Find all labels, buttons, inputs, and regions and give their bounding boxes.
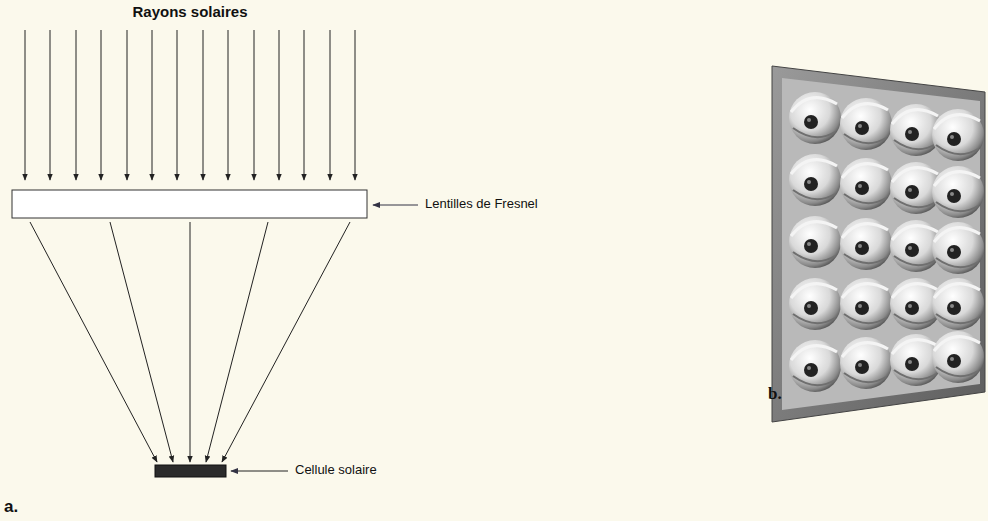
leader-arrow	[231, 471, 288, 472]
concentrator-cell	[932, 222, 984, 274]
concentrator-cell	[789, 340, 841, 392]
fresnel-lens	[12, 190, 367, 218]
part-label: Cellule solaire	[295, 463, 377, 478]
sun-ray	[279, 30, 280, 180]
sun-ray	[25, 30, 26, 180]
part-label: Lentilles de Fresnel	[425, 197, 538, 212]
panel-frame	[772, 66, 985, 422]
focused-ray	[190, 222, 191, 462]
sun-ray	[152, 30, 153, 180]
sun-rays	[25, 30, 355, 180]
sun-ray	[101, 30, 102, 180]
focused-ray	[222, 222, 350, 462]
concentrator-cell	[840, 158, 892, 210]
concentrator-cell	[789, 278, 841, 330]
focused-ray	[206, 222, 268, 462]
sun-ray	[228, 30, 229, 180]
concentrator-cell	[932, 166, 984, 218]
concentrator-cell	[932, 331, 984, 383]
concentrator-cell	[789, 216, 841, 268]
sun-ray	[330, 30, 331, 180]
panel-letter: b.	[768, 384, 782, 404]
sun-ray	[304, 30, 305, 180]
sun-ray	[127, 30, 128, 180]
concentrator-cell	[840, 98, 892, 150]
sun-ray	[254, 30, 255, 180]
focused-ray	[30, 222, 157, 462]
sun-ray	[177, 30, 178, 180]
concentrator-cell	[932, 278, 984, 330]
leader-arrow	[373, 205, 418, 206]
concentrator-cell	[840, 278, 892, 330]
sun-ray	[76, 30, 77, 180]
concentrator-cell	[789, 154, 841, 206]
concentrator-cell	[840, 337, 892, 389]
solar-cell	[155, 465, 226, 477]
concentrator-cell	[840, 218, 892, 270]
sun-ray	[50, 30, 51, 180]
figure-heading: Rayons solaires	[132, 3, 247, 20]
panel-letter: a.	[4, 497, 18, 517]
sun-ray	[355, 30, 356, 180]
sun-ray	[203, 30, 204, 180]
focused-ray	[110, 222, 173, 462]
concentrator-panel-photo	[772, 66, 985, 422]
concentrator-cell	[932, 109, 984, 161]
focused-rays	[30, 222, 350, 462]
concentrator-cell	[789, 92, 841, 144]
